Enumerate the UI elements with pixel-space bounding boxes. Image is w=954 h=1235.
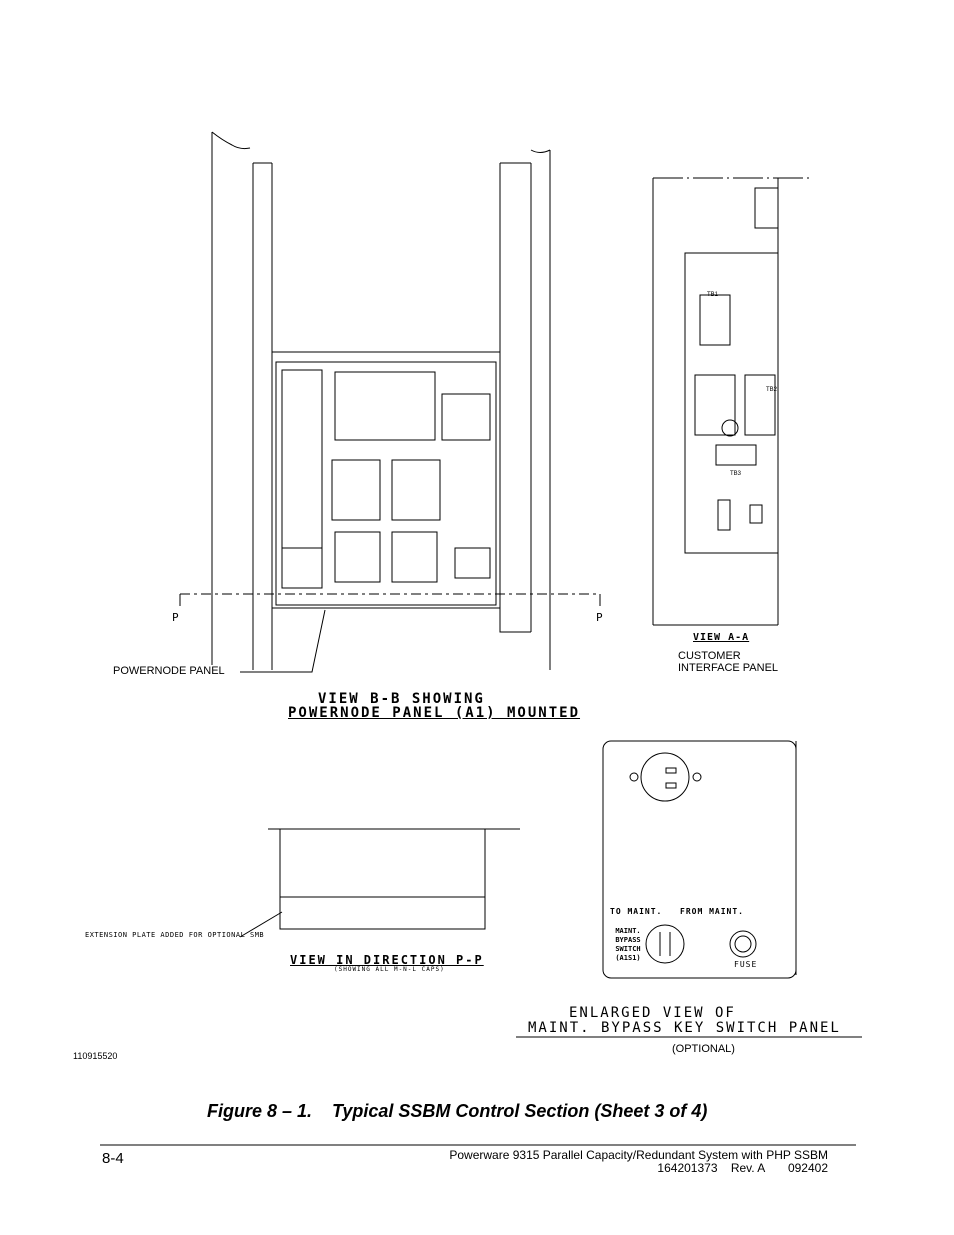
page-number: 8-4 [102, 1150, 124, 1167]
drawing-number: 110915520 [73, 1051, 118, 1061]
label-fuse: FUSE [734, 960, 758, 969]
section-mark-left: P [172, 611, 180, 624]
maint-bypass-panel [516, 740, 862, 1038]
footer-line2: 164201373 Rev. A 092402 [657, 1161, 828, 1175]
view-bb-title-line2: POWERNODE PANEL (A1) MOUNTED [288, 705, 581, 721]
view-aa-panel [652, 177, 810, 626]
footer-line1: Powerware 9315 Parallel Capacity/Redunda… [449, 1148, 828, 1162]
enlarged-view-line2: MAINT. BYPASS KEY SWITCH PANEL [528, 1020, 841, 1036]
label-from-maint: FROM MAINT. [680, 907, 744, 916]
view-bb-cabinet [179, 131, 601, 673]
maint-switch-line: MAINT. [615, 927, 641, 935]
label-customer-line1: CUSTOMER [678, 650, 741, 662]
label-maint-switch: MAINT. BYPASS SWITCH (A1S1) [610, 927, 646, 963]
view-aa-title: VIEW A-A [693, 632, 750, 643]
label-tb2: TB2 [766, 387, 778, 393]
maint-switch-line: SWITCH [615, 945, 641, 953]
label-tb1: TB1 [707, 292, 719, 298]
extension-note: EXTENSION PLATE ADDED FOR OPTIONAL SMB [85, 931, 265, 939]
label-powernode-panel: POWERNODE PANEL [113, 665, 225, 677]
label-tb3: TB3 [730, 471, 742, 477]
maint-switch-line: BYPASS [615, 936, 641, 944]
label-to-maint: TO MAINT. [610, 907, 663, 916]
view-bb-title-line1: VIEW B-B SHOWING [318, 691, 485, 707]
view-pp [239, 828, 520, 938]
view-pp-subtitle: (SHOWING ALL M-N-L CAPS) [334, 966, 445, 973]
label-customer-line2: INTERFACE PANEL [678, 662, 779, 674]
section-mark-right: P [596, 611, 604, 624]
label-optional: (OPTIONAL) [672, 1043, 735, 1055]
view-pp-title: VIEW IN DIRECTION P-P [290, 953, 484, 967]
enlarged-view-line1: ENLARGED VIEW OF [569, 1005, 736, 1021]
maint-switch-line: (A1S1) [615, 954, 641, 962]
figure-caption: Figure 8 – 1. Typical SSBM Control Secti… [207, 1101, 708, 1121]
